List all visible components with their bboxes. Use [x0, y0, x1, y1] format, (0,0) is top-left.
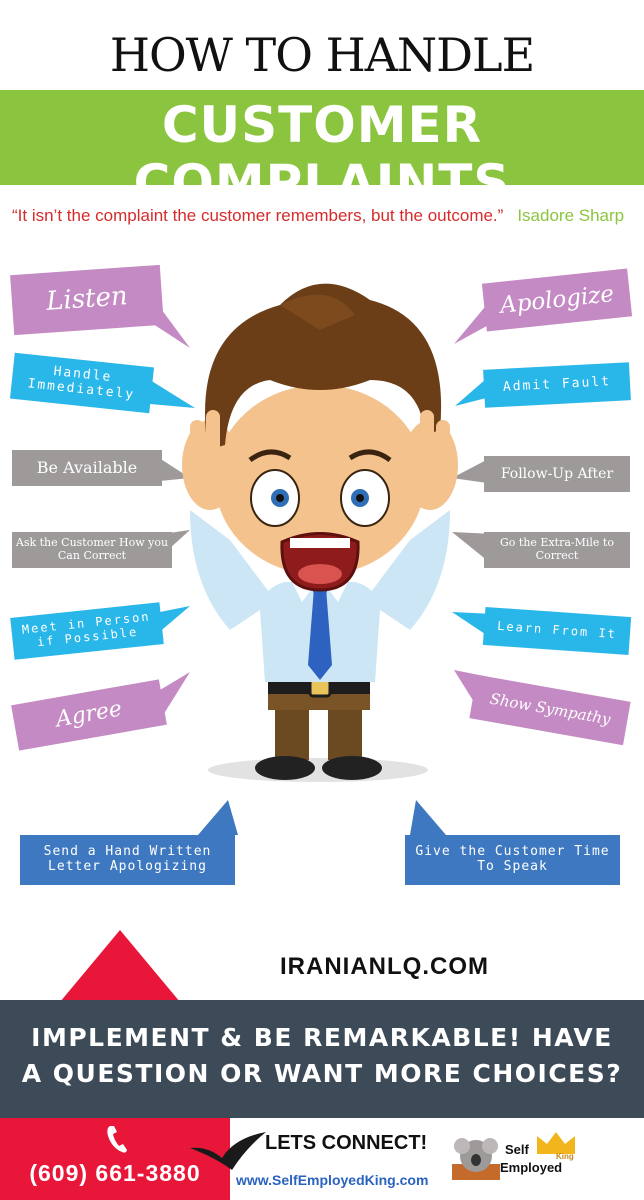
tip-send-letter: Send a Hand Written Letter Apologizing	[20, 835, 235, 885]
cta-text: IMPLEMENT & BE REMARKABLE! HAVE A QUESTI…	[21, 1023, 623, 1089]
tip-learn-from-it-label: Learn From It	[496, 618, 618, 642]
tip-follow-up: Follow-Up After	[484, 456, 630, 492]
brand-self: Self	[505, 1142, 529, 1157]
quote-author: Isadore Sharp	[517, 206, 625, 225]
red-triangle	[60, 930, 180, 1002]
tip-send-letter-label: Send a Hand Written Letter Apologizing	[43, 844, 212, 874]
watermark-text: IRANIANLQ.COM	[280, 953, 489, 980]
title-band	[0, 90, 644, 185]
stressed-businessman-illustration	[182, 283, 458, 782]
tip-extra-mile: Go the Extra-Mile to Correct	[484, 532, 630, 568]
title-line-2: CUSTOMER COMPLAINTS	[133, 96, 511, 212]
tip-apologize-label: Apologize	[498, 280, 616, 319]
tip-listen-label: Listen	[45, 281, 129, 317]
tip-follow-up-label: Follow-Up After	[500, 465, 614, 482]
tip-give-time: Give the Customer Time To Speak	[405, 835, 620, 885]
brand-employed: Employed	[500, 1160, 563, 1175]
extra-mile-pointer	[452, 532, 494, 566]
tip-meet-in-person-label: Meet in Person if Possible	[21, 609, 152, 650]
title-line-1: HOW TO HANDLE	[109, 28, 535, 82]
quote: “It isn’t the complaint the customer rem…	[12, 206, 632, 226]
website-link[interactable]: www.SelfEmployedKing.com	[236, 1172, 429, 1188]
tip-admit-fault: Admit Fault	[483, 362, 631, 408]
give-time-pointer	[410, 800, 446, 835]
tip-be-available: Be Available	[12, 450, 162, 486]
tip-extra-mile-label: Go the Extra-Mile to Correct	[500, 536, 614, 562]
phone-icon	[107, 1126, 127, 1153]
tip-agree-label: Agree	[54, 696, 124, 733]
quote-text: “It isn’t the complaint the customer rem…	[12, 206, 504, 225]
crown-icon	[537, 1132, 575, 1154]
tip-handle-immediately-label: Handle Immediately	[26, 364, 136, 403]
tip-give-time-label: Give the Customer Time To Speak	[415, 844, 610, 874]
tip-show-sympathy-label: Show Sympathy	[488, 689, 612, 729]
bird-icon	[190, 1132, 266, 1170]
tip-listen: Listen	[10, 264, 164, 336]
cta-band	[0, 1000, 644, 1118]
phone-number[interactable]: (609) 661-3880	[29, 1160, 201, 1186]
letter-pointer	[198, 800, 238, 835]
lets-connect-label: LETS CONNECT!	[265, 1132, 428, 1154]
tip-admit-fault-label: Admit Fault	[502, 373, 612, 395]
tip-be-available-label: Be Available	[36, 457, 138, 477]
follow-up-pointer	[452, 456, 494, 484]
brand-king: King	[556, 1152, 574, 1161]
tip-ask-customer-label: Ask the Customer How you Can Correct	[15, 536, 169, 562]
tip-ask-customer: Ask the Customer How you Can Correct	[12, 532, 172, 568]
koala-logo-icon	[452, 1138, 500, 1180]
handle-immediately-pointer	[150, 380, 195, 408]
